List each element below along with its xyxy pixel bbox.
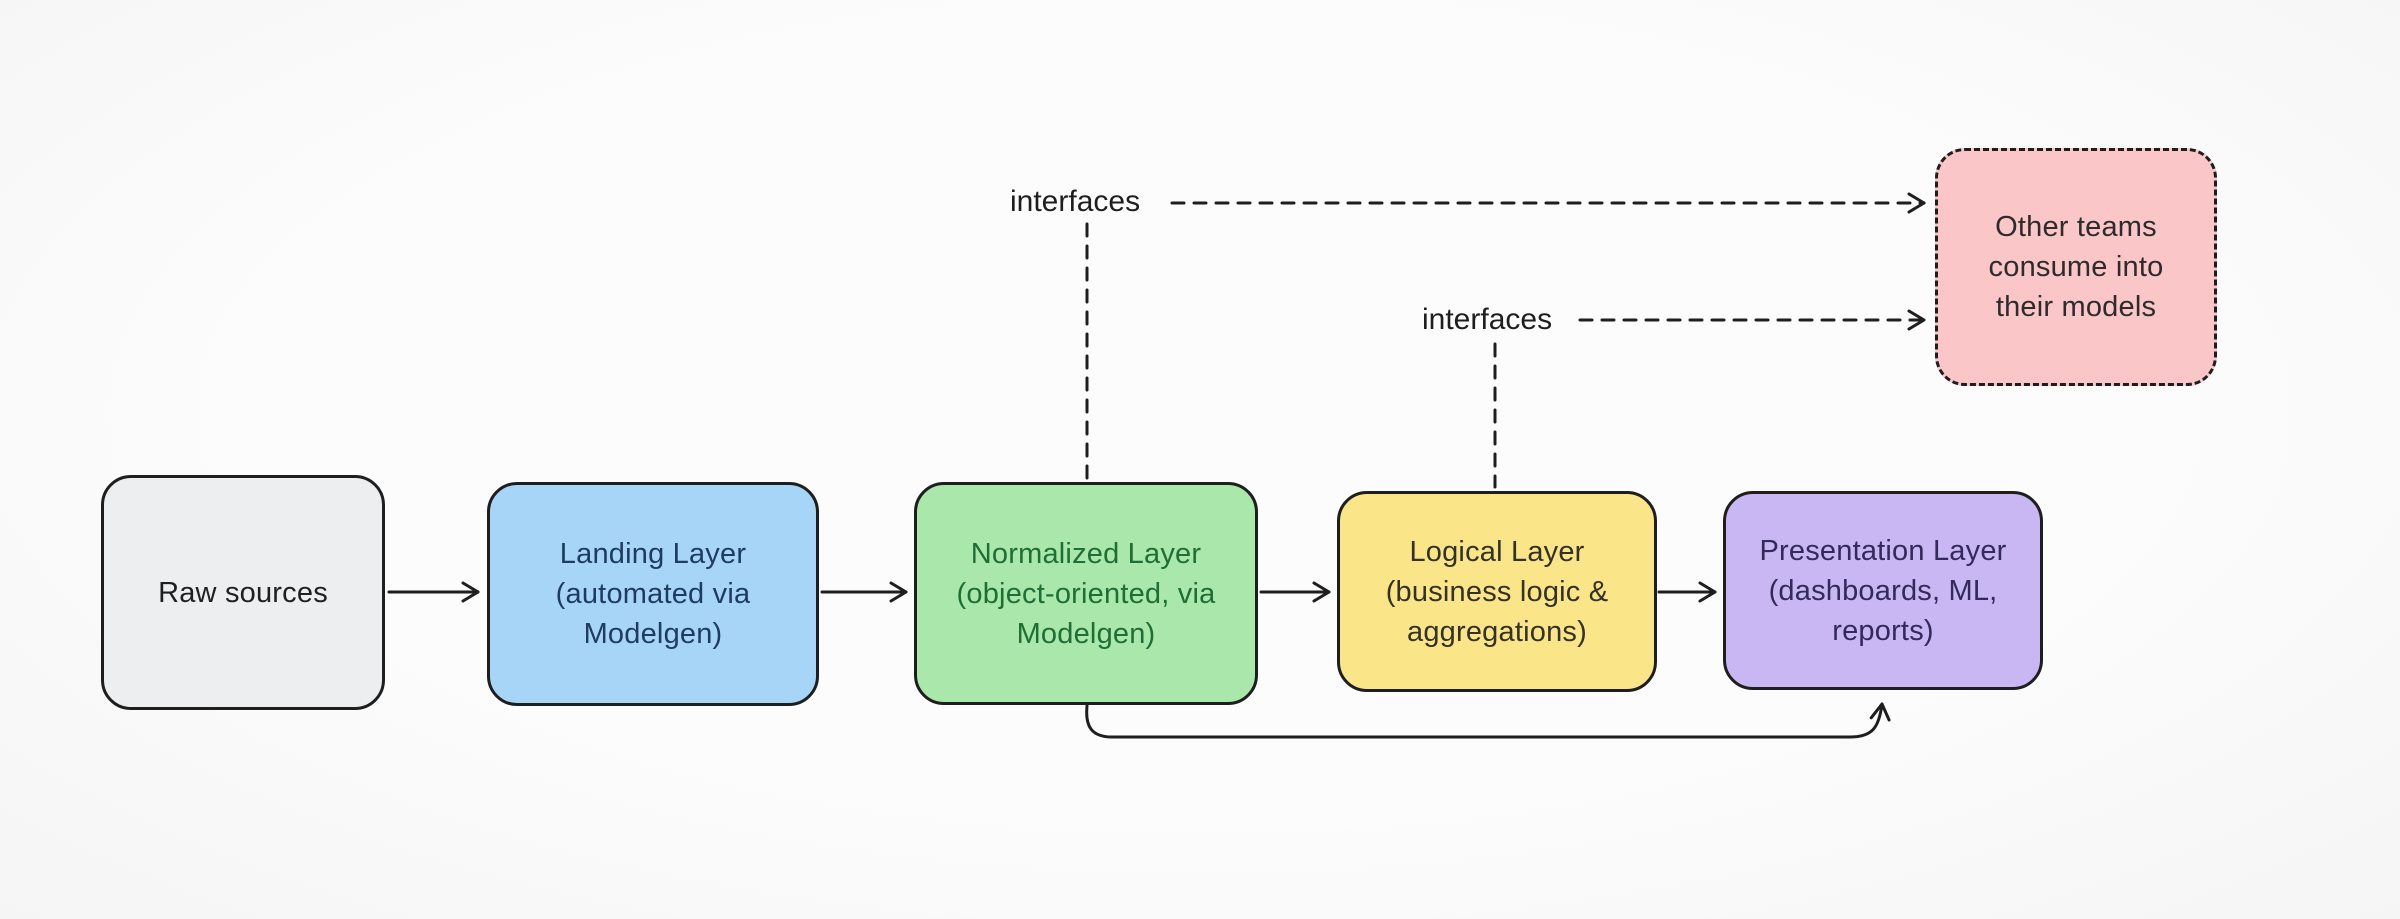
- node-label-line: (automated via: [555, 578, 751, 610]
- node-label-line: Logical Layer: [1409, 535, 1585, 568]
- node-label-line: their models: [1995, 291, 2157, 323]
- node-raw-sources: Raw sources: [101, 475, 385, 710]
- interfaces-label-2: interfaces: [1422, 303, 1553, 336]
- node-logical-layer: Logical Layer (business logic & aggregatio…: [1337, 491, 1657, 692]
- node-label-line: Modelgen): [1016, 617, 1156, 650]
- arrow-normalized-to-presentation-under: [1087, 704, 1882, 737]
- node-label-line: Normalized Layer: [970, 537, 1202, 570]
- node-presentation-layer: Presentation Layer (dashboards, ML, report…: [1723, 491, 2043, 690]
- node-other-teams: Other teams consume into their models: [1935, 148, 2217, 386]
- node-label-line: Other teams: [1995, 211, 2157, 243]
- node-label-line: consume into: [1988, 251, 2164, 283]
- node-label-line: Raw sources: [158, 576, 328, 609]
- node-label-line: Landing Layer: [559, 538, 747, 570]
- node-label-line: aggregations): [1407, 615, 1587, 648]
- node-label-line: (object-oriented, via: [956, 577, 1216, 610]
- node-label-line: (business logic &: [1385, 575, 1609, 608]
- interfaces-label-1: interfaces: [1010, 185, 1141, 218]
- node-label-line: Presentation Layer: [1759, 534, 2007, 567]
- node-label-line: (dashboards, ML,: [1768, 574, 1998, 607]
- node-label-line: Modelgen): [583, 618, 723, 650]
- node-label-line: reports): [1832, 614, 1934, 647]
